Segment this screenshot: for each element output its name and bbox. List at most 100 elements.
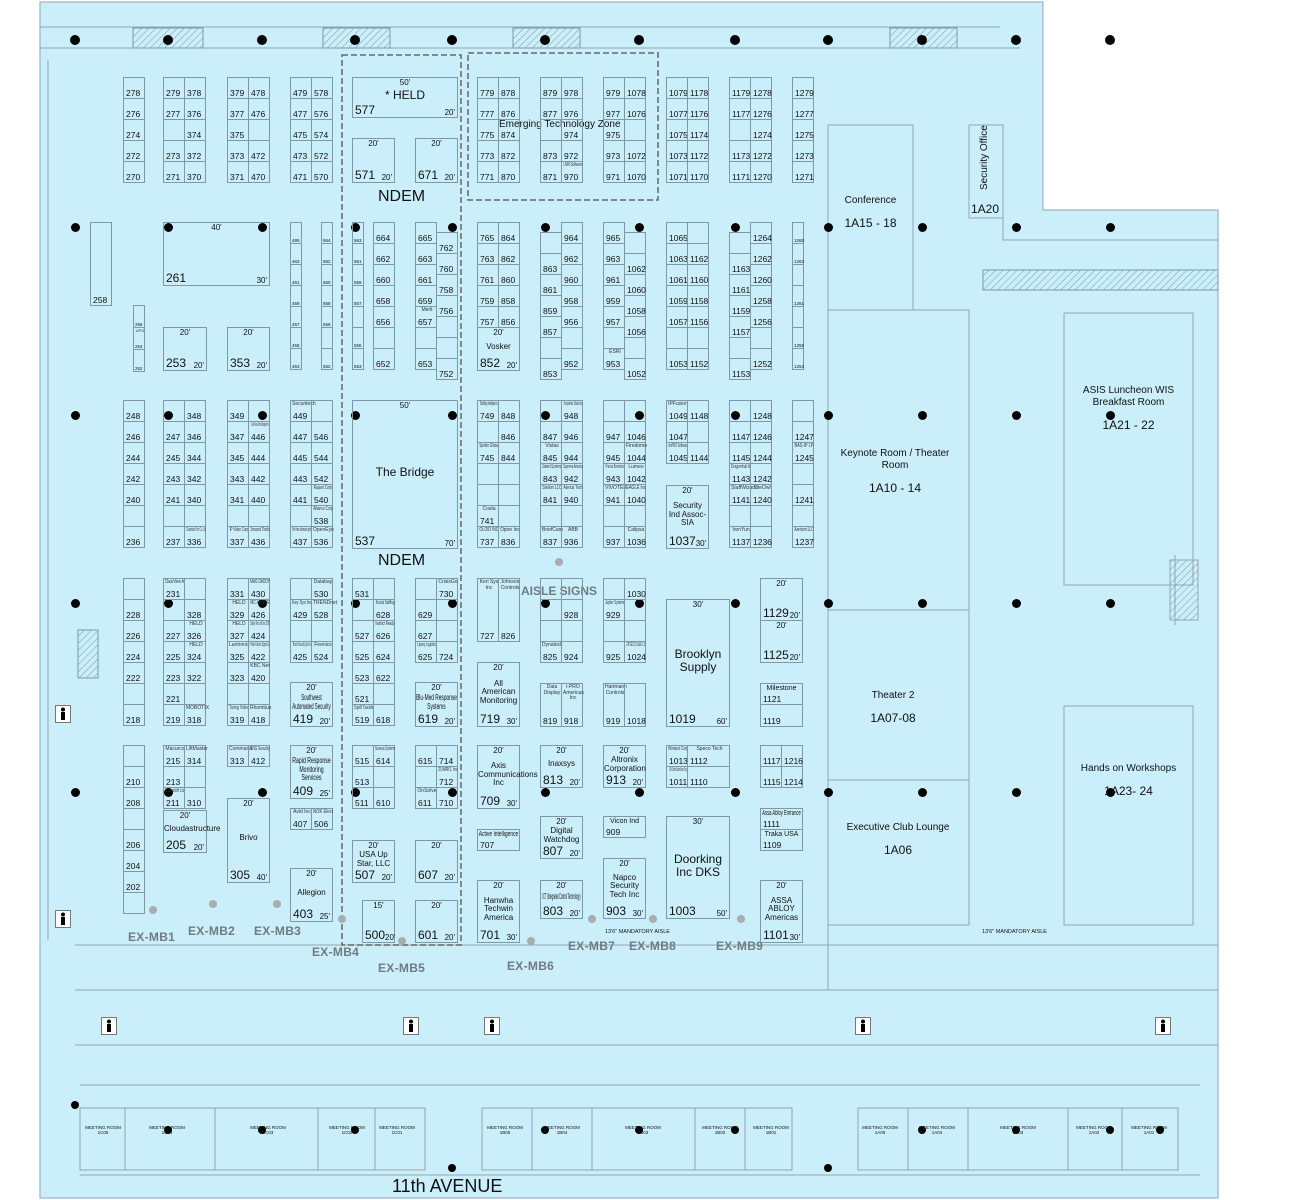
booth[interactable]: 1153 [729,358,751,380]
booth[interactable]: 562 [321,243,333,265]
booth[interactable] [540,119,562,141]
booth[interactable]: 445 [290,442,312,464]
booth[interactable]: 344 [184,442,206,464]
booth[interactable]: 521 [352,683,374,705]
booth[interactable]: 463 [290,243,302,265]
booth[interactable]: 627 [415,620,437,642]
booth[interactable]: 374 [184,119,206,141]
booth[interactable]: 857 [540,316,562,338]
booth[interactable]: 379 [227,77,249,99]
booth[interactable]: 1255 [792,327,804,349]
booth[interactable] [123,505,145,527]
booth[interactable]: 853 [540,358,562,380]
booth[interactable]: 1244 [750,442,772,464]
booth[interactable]: 663 [415,243,437,265]
booth[interactable]: 976 [561,98,583,120]
booth[interactable] [729,400,751,422]
booth[interactable]: 1262 [750,243,772,265]
booth[interactable] [436,337,458,359]
booth[interactable] [163,119,185,141]
booth[interactable] [352,599,374,621]
booth[interactable]: 373 [227,140,249,162]
booth[interactable]: 1047 [666,421,688,443]
booth[interactable]: 1264 [750,222,772,244]
booth[interactable]: 564 [321,222,333,244]
booth[interactable]: 473 [290,140,312,162]
booth[interactable]: 278 [123,77,145,99]
booth[interactable] [603,578,625,600]
booth[interactable]: 1058 [624,295,646,317]
booth[interactable]: 252 [133,349,145,372]
booth[interactable]: 1075 [666,119,688,141]
booth[interactable]: 724 [436,641,458,663]
booth[interactable]: 563 [352,222,364,244]
booth[interactable]: 860 [498,264,520,286]
booth[interactable]: 1275 [792,119,814,141]
booth[interactable] [792,400,814,422]
booth[interactable]: 758 [436,274,458,296]
booth[interactable]: 202 [123,871,145,893]
booth[interactable] [624,599,646,621]
booth[interactable]: 1276 [750,98,772,120]
booth[interactable]: 572 [311,140,333,162]
booth[interactable]: 1052 [624,358,646,380]
booth[interactable]: 559 [352,264,364,286]
booth[interactable]: 972 [561,140,583,162]
booth[interactable]: 459 [290,285,302,307]
booth[interactable] [415,327,437,349]
booth[interactable] [561,327,583,349]
booth[interactable]: 775 [477,119,499,141]
booth[interactable] [729,505,751,527]
booth[interactable] [624,337,646,359]
booth[interactable] [123,745,145,767]
booth[interactable]: 1077 [666,98,688,120]
booth[interactable] [248,400,270,422]
booth[interactable]: 1247 [792,421,814,443]
booth[interactable]: 1162 [687,243,709,265]
feature-booth[interactable]: 1119 [760,704,803,727]
booth[interactable]: 846 [498,421,520,443]
booth[interactable]: 1073 [666,140,688,162]
booth[interactable]: 477 [290,98,312,120]
booth[interactable]: 1145 [729,442,751,464]
booth[interactable]: 218 [123,704,145,726]
booth[interactable] [373,327,395,349]
booth[interactable] [792,306,804,328]
booth[interactable]: 272 [123,140,145,162]
booth[interactable]: 653 [415,348,437,370]
booth[interactable] [321,327,333,349]
booth[interactable]: 761 [477,264,499,286]
booth[interactable]: 944 [561,442,583,464]
booth[interactable] [624,505,646,527]
